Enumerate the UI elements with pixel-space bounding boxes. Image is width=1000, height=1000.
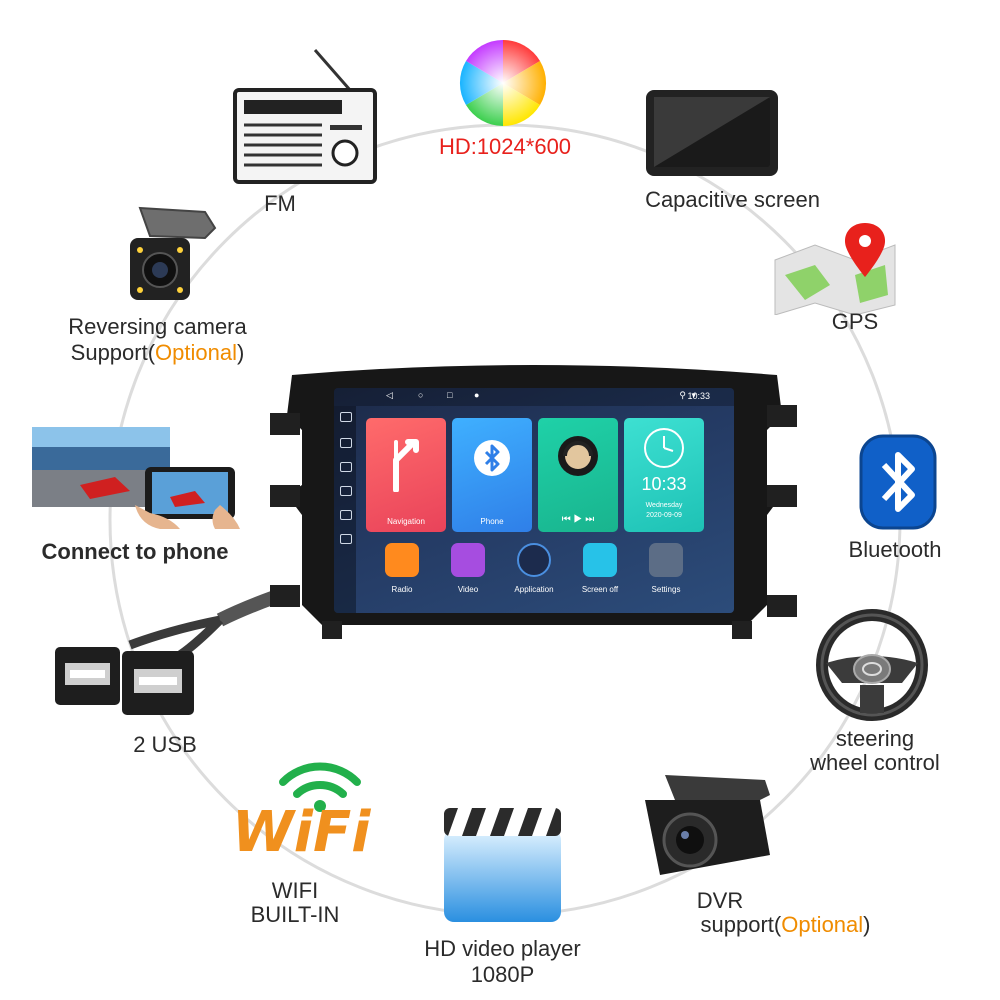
media-controls[interactable]: ⏮ ▶ ⏭ xyxy=(561,514,595,525)
recents-icon[interactable]: □ xyxy=(447,390,453,400)
capacitive-label: Capacitive screen xyxy=(645,187,820,212)
app-radio[interactable]: Radio xyxy=(372,543,432,594)
side-buttons xyxy=(334,406,356,613)
status-bar: ◁ ○ □ ● ⚲ ▾ 10:33 xyxy=(334,388,734,406)
home-side-icon[interactable] xyxy=(340,462,352,472)
app-settings-label: Settings xyxy=(651,585,681,594)
optional-text: Optional xyxy=(781,912,864,937)
video-label-line2: 1080P xyxy=(470,962,535,987)
reversing-label-line1: Reversing camera xyxy=(68,314,247,339)
tile-phone-label: Phone xyxy=(480,517,504,526)
phone-bluetooth-icon xyxy=(474,440,510,476)
tile-music[interactable]: ⏮ ▶ ⏭ xyxy=(538,418,618,532)
color-wheel-icon xyxy=(458,38,548,128)
dvr-label-line2: support(Optional) xyxy=(700,912,871,937)
home-icon[interactable]: ○ xyxy=(418,390,424,400)
status-time: 10:33 xyxy=(687,391,710,401)
wifi-logo: WiFi xyxy=(232,800,371,865)
app-screen-off-label: Screen off xyxy=(581,585,619,594)
dvr-camera-icon xyxy=(635,770,775,880)
application-app-icon xyxy=(517,543,551,577)
clock-date: 2020-09-09 xyxy=(646,512,682,519)
video-app-icon xyxy=(451,543,485,577)
reversing-camera-icon xyxy=(110,198,225,308)
wifi-label-line2: BUILT-IN xyxy=(250,902,340,927)
tile-phone[interactable]: Phone xyxy=(452,418,532,532)
gps-label: GPS xyxy=(831,309,879,334)
steering-label-line2: wheel control xyxy=(810,750,940,775)
fm-label: FM xyxy=(264,191,296,216)
wifi-signal-icon xyxy=(275,752,365,812)
app-application[interactable]: Application xyxy=(504,543,564,594)
tile-navigation[interactable]: Navigation xyxy=(366,418,446,532)
tablet-screen-icon xyxy=(644,88,780,178)
head-unit-screen: ◁ ○ □ ● ⚲ ▾ 10:33 Navigation Phone xyxy=(334,388,734,613)
dvr-label-line1: DVR xyxy=(696,888,744,913)
back-side-icon[interactable] xyxy=(340,486,352,496)
app-radio-label: Radio xyxy=(391,585,413,594)
hd-label: HD:1024*600 xyxy=(438,134,572,159)
bluetooth-icon xyxy=(858,433,938,531)
app-application-label: Application xyxy=(514,585,554,594)
wifi-label-line1: WIFI xyxy=(271,878,319,903)
radio-app-icon xyxy=(385,543,419,577)
notification-dot-icon: ● xyxy=(474,390,480,400)
radio-icon xyxy=(230,45,380,185)
steering-label-line1: steering xyxy=(835,726,915,751)
usb-cable-icon xyxy=(50,585,300,725)
optional-text: Optional xyxy=(155,340,237,365)
usb-label: 2 USB xyxy=(133,732,197,757)
clock-face-icon xyxy=(644,428,684,468)
location-icon: ⚲ xyxy=(679,390,686,400)
tile-navigation-label: Navigation xyxy=(387,517,425,526)
clock-time: 10:33 xyxy=(641,474,687,494)
reversing-label-line2: Support(Optional) xyxy=(70,340,245,365)
clock-day: Wednesday xyxy=(645,502,683,509)
video-clapper-icon xyxy=(440,800,565,925)
gps-map-icon xyxy=(770,215,900,315)
connect-label: Connect to phone xyxy=(41,539,229,564)
app-screen-off[interactable]: Screen off xyxy=(570,543,630,594)
bluetooth-label: Bluetooth xyxy=(848,537,942,562)
wifi-status-icon: ▾ xyxy=(691,390,696,400)
phone-mirror-icon xyxy=(30,425,245,530)
steering-wheel-icon xyxy=(812,605,932,725)
mic-icon[interactable] xyxy=(340,412,352,422)
app-video-label: Video xyxy=(457,585,479,594)
back-icon[interactable]: ◁ xyxy=(386,390,393,400)
settings-gear-icon xyxy=(649,543,683,577)
power-app-icon xyxy=(583,543,617,577)
power-icon[interactable] xyxy=(340,438,352,448)
tile-clock[interactable]: 10:33 Wednesday 2020-09-09 xyxy=(624,418,704,532)
video-label-line1: HD video player xyxy=(424,936,581,961)
volume-up-icon[interactable] xyxy=(340,510,352,520)
album-art-icon xyxy=(558,436,598,476)
volume-down-icon[interactable] xyxy=(340,534,352,544)
app-settings[interactable]: Settings xyxy=(636,543,696,594)
navigation-arrow-icon xyxy=(393,439,419,492)
app-video[interactable]: Video xyxy=(438,543,498,594)
